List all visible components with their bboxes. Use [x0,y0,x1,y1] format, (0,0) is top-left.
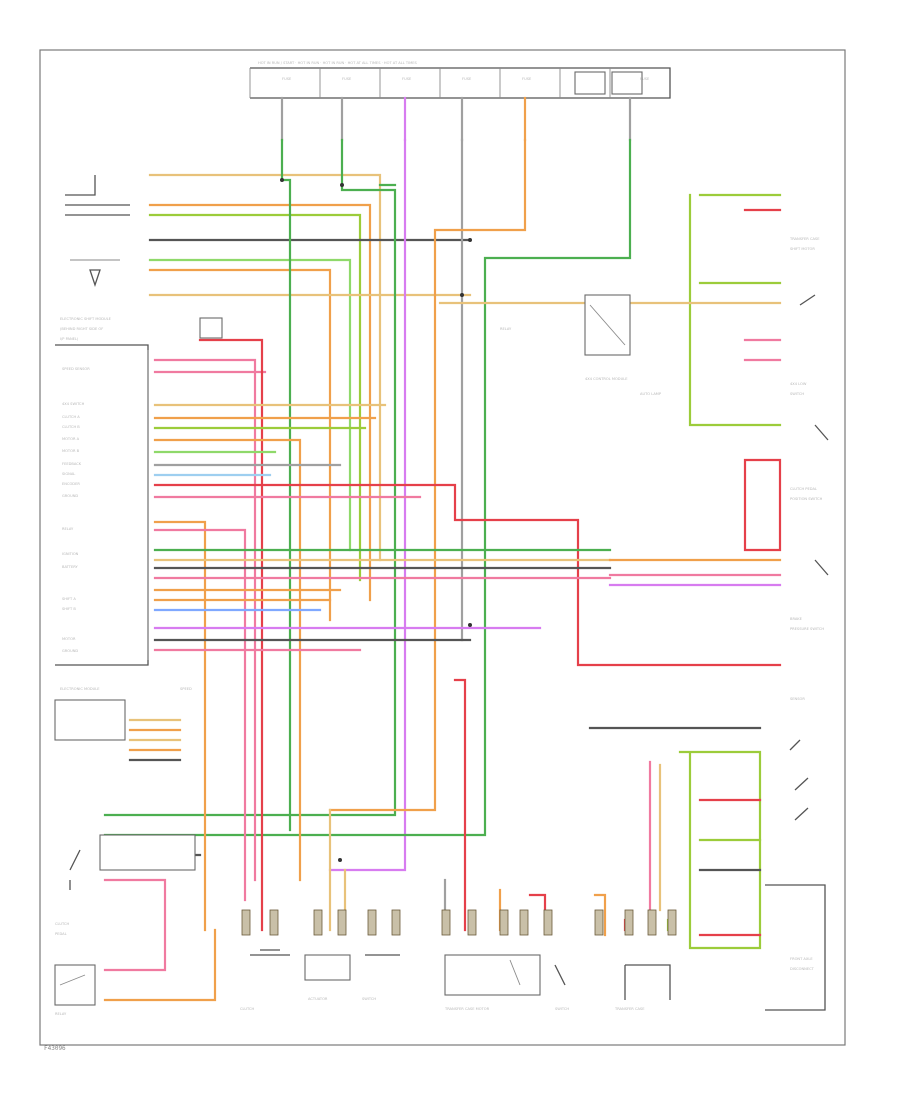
svg-text:TRANSFER CASE: TRANSFER CASE [614,1007,645,1011]
svg-text:SHIFT A: SHIFT A [62,597,76,601]
control-module: ELECTRONIC SHIFT MODULE (BEHIND RIGHT SI… [55,317,149,666]
svg-text:SPEED SENSOR: SPEED SENSOR [62,367,90,371]
svg-text:CLUTCH PEDAL: CLUTCH PEDAL [790,487,817,491]
svg-text:RELAY: RELAY [500,327,512,331]
svg-text:DISCONNECT: DISCONNECT [790,967,815,971]
svg-text:SWITCH: SWITCH [362,997,376,1001]
svg-text:RELAY: RELAY [62,527,74,531]
svg-text:FUSE: FUSE [282,77,292,81]
svg-text:4X4 CONTROL MODULE: 4X4 CONTROL MODULE [585,377,628,381]
svg-text:MOTOR B: MOTOR B [62,449,80,453]
harness-wires [103,138,782,1002]
svg-text:(BEHIND RIGHT SIDE OF: (BEHIND RIGHT SIDE OF [60,327,103,331]
svg-text:SWITCH: SWITCH [790,392,804,396]
svg-text:CLUTCH: CLUTCH [55,922,69,926]
svg-text:FUSE: FUSE [522,77,532,81]
svg-text:MOTOR A: MOTOR A [62,437,80,441]
svg-text:SPEED: SPEED [180,687,192,691]
svg-text:GROUND: GROUND [62,649,78,653]
right-components: RELAY 4X4 CONTROL MODULE AUTO LAMP TRANS… [500,237,829,1011]
svg-text:ELECTRONIC MODULE: ELECTRONIC MODULE [60,687,100,691]
svg-text:BRAKE: BRAKE [790,617,803,621]
svg-text:FUSE: FUSE [402,77,412,81]
svg-text:SHIFT B: SHIFT B [62,607,76,611]
svg-text:FEEDBACK: FEEDBACK [62,462,82,466]
svg-text:MOTOR: MOTOR [62,637,76,641]
svg-text:4X4 LOW: 4X4 LOW [790,382,807,386]
svg-text:TRANSFER CASE MOTOR: TRANSFER CASE MOTOR [444,1007,490,1011]
svg-text:SHIFT MOTOR: SHIFT MOTOR [790,247,815,251]
svg-text:POSITION SWITCH: POSITION SWITCH [790,497,823,501]
svg-text:HOT IN RUN / START · HOT IN RU: HOT IN RUN / START · HOT IN RUN · HOT IN… [258,61,418,65]
lower-left-components: ELECTRONIC MODULE CLUTCH PEDAL RELAY SPE… [54,687,196,1016]
left-top-symbols [65,175,223,339]
svg-text:PRESSURE SWITCH: PRESSURE SWITCH [790,627,824,631]
svg-text:I/P PANEL): I/P PANEL) [60,337,79,341]
svg-text:CLUTCH B: CLUTCH B [62,425,80,429]
svg-text:CLUTCH A: CLUTCH A [62,415,80,419]
svg-text:RELAY: RELAY [55,1012,67,1016]
svg-text:TRANSFER CASE: TRANSFER CASE [789,237,820,241]
diagram-frame [39,49,846,1046]
svg-text:AUTO LAMP: AUTO LAMP [640,392,662,396]
svg-text:IGNITION: IGNITION [62,552,79,556]
fuse-feed-wires [280,96,632,142]
svg-text:FRONT AXLE: FRONT AXLE [790,957,813,961]
svg-text:ELECTRONIC SHIFT MODULE: ELECTRONIC SHIFT MODULE [60,317,112,321]
svg-text:CLUTCH: CLUTCH [240,1007,254,1011]
svg-text:BATTERY: BATTERY [62,565,79,569]
svg-text:FUSE: FUSE [640,77,650,81]
svg-text:PEDAL: PEDAL [55,932,67,936]
svg-text:SIGNAL: SIGNAL [62,472,75,476]
svg-text:FUSE: FUSE [342,77,352,81]
svg-text:GROUND: GROUND [62,494,78,498]
svg-text:FUSE: FUSE [462,77,472,81]
svg-text:ENCODER: ENCODER [62,482,80,486]
splice-dots [280,178,472,862]
svg-text:SWITCH: SWITCH [555,1007,569,1011]
svg-text:ACTUATOR: ACTUATOR [308,997,328,1001]
svg-text:4X4 SWITCH: 4X4 SWITCH [62,402,85,406]
power-distribution-box: HOT IN RUN / START · HOT IN RUN · HOT IN… [249,61,671,99]
svg-text:SENSOR: SENSOR [790,697,805,701]
diagram-code: F43096 [44,1045,66,1052]
bottom-connectors: CLUTCH ACTUATOR SWITCH TRANSFER CASE MOT… [240,909,677,1011]
